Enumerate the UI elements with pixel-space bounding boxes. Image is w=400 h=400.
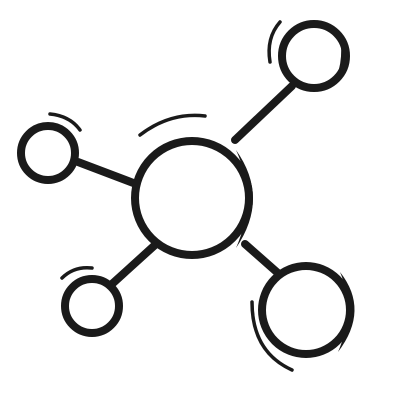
hub-circle [131,137,253,259]
node-top-right-shadow [334,30,347,84]
node-bottom-right-circle [258,262,354,358]
connector-bottom-right [241,240,283,278]
node-bottom-right-motion-mark [250,300,294,372]
node-bottom-right [250,262,355,372]
node-bottom-left-circle [61,275,123,337]
node-bottom-left-motion-mark [60,265,94,280]
node-top-right-motion-mark [267,20,282,64]
node-top-right [267,20,350,92]
connector-bottom-left [108,241,159,288]
connector-top-right [231,82,296,144]
hub-shadow [236,150,253,248]
node-left-circle [17,122,79,184]
connector-left [74,158,140,188]
hub-node [131,113,253,259]
node-left-motion-mark [48,112,82,132]
node-left [17,112,82,184]
connector-lines [74,82,296,288]
node-bottom-right-shadow [338,272,355,352]
node-bottom-left [60,265,123,337]
hub-motion-mark [138,113,207,137]
